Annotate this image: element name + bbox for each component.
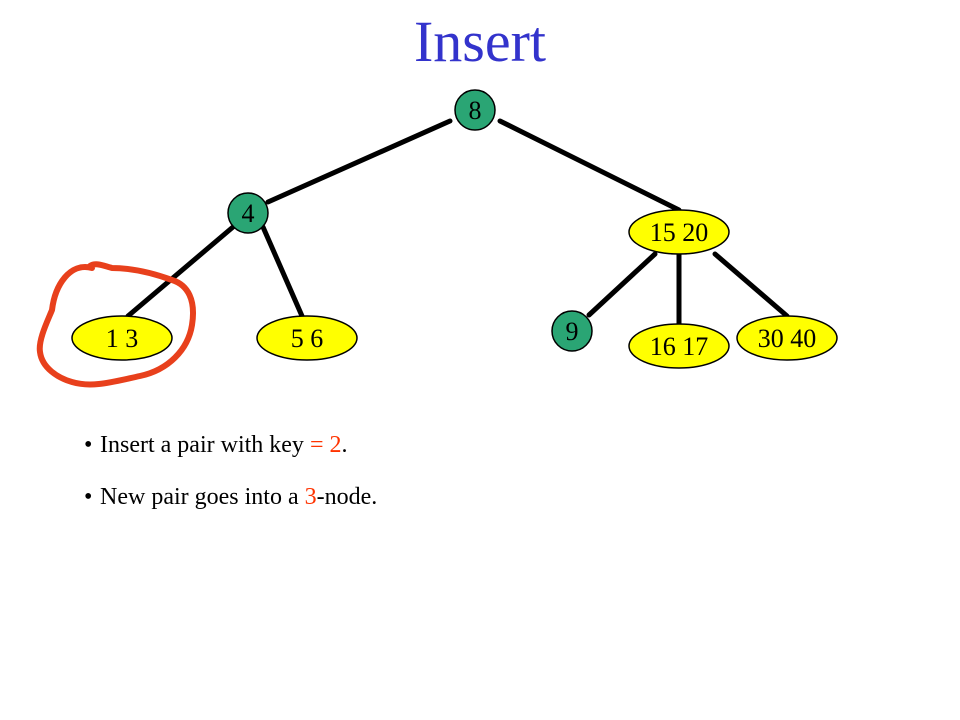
tree-edge [265, 118, 453, 205]
tree-edge [497, 118, 682, 213]
bullet-highlight: = 2 [309, 432, 342, 458]
node-keys: 8 [469, 96, 482, 125]
node-keys: 16 17 [650, 332, 709, 361]
tree-node-1-3: 1 3 [71, 315, 173, 361]
tree-edge [260, 224, 305, 319]
tree-node-16-17: 16 17 [628, 323, 730, 369]
tree-node-8: 8 [454, 89, 496, 131]
bullet-text-end: -node. [316, 484, 378, 510]
tree-node-9: 9 [551, 310, 593, 352]
node-shape [454, 89, 496, 131]
node-shape [71, 315, 173, 361]
bullet-list: • Insert a pair with key = 2. • New pair g… [84, 432, 377, 536]
node-shape [736, 315, 838, 361]
node-shape [628, 323, 730, 369]
node-shape [227, 192, 269, 234]
bullet-item: • New pair goes into a 3-node. [84, 484, 377, 536]
tree-edge [586, 251, 658, 318]
node-keys: 15 20 [650, 218, 709, 247]
bullet-text-end: . [341, 432, 348, 458]
node-keys: 4 [242, 199, 255, 228]
tree-node-4: 4 [227, 192, 269, 234]
slide-title: Insert [413, 9, 547, 74]
bullet-dot: • [84, 432, 93, 458]
hand-drawn-circle-highlight [36, 261, 196, 388]
tree-node-5-6: 5 6 [256, 315, 358, 361]
bullet-dot: • [84, 484, 93, 510]
tree-edge [712, 251, 790, 319]
bullet-text: New pair goes into a [100, 484, 305, 510]
node-keys: 9 [566, 317, 579, 346]
node-keys: 5 6 [291, 324, 324, 353]
tree-node-30-40: 30 40 [736, 315, 838, 361]
node-shape [256, 315, 358, 361]
bullet-text: Insert a pair with key [100, 432, 310, 458]
node-keys: 30 40 [758, 324, 817, 353]
tree-node-15-20: 15 20 [628, 209, 730, 255]
bullet-item: • Insert a pair with key = 2. [84, 432, 377, 484]
node-shape [551, 310, 593, 352]
tree-edge [125, 224, 236, 319]
node-shape [628, 209, 730, 255]
bullet-highlight: 3 [304, 484, 317, 510]
node-keys: 1 3 [106, 324, 139, 353]
